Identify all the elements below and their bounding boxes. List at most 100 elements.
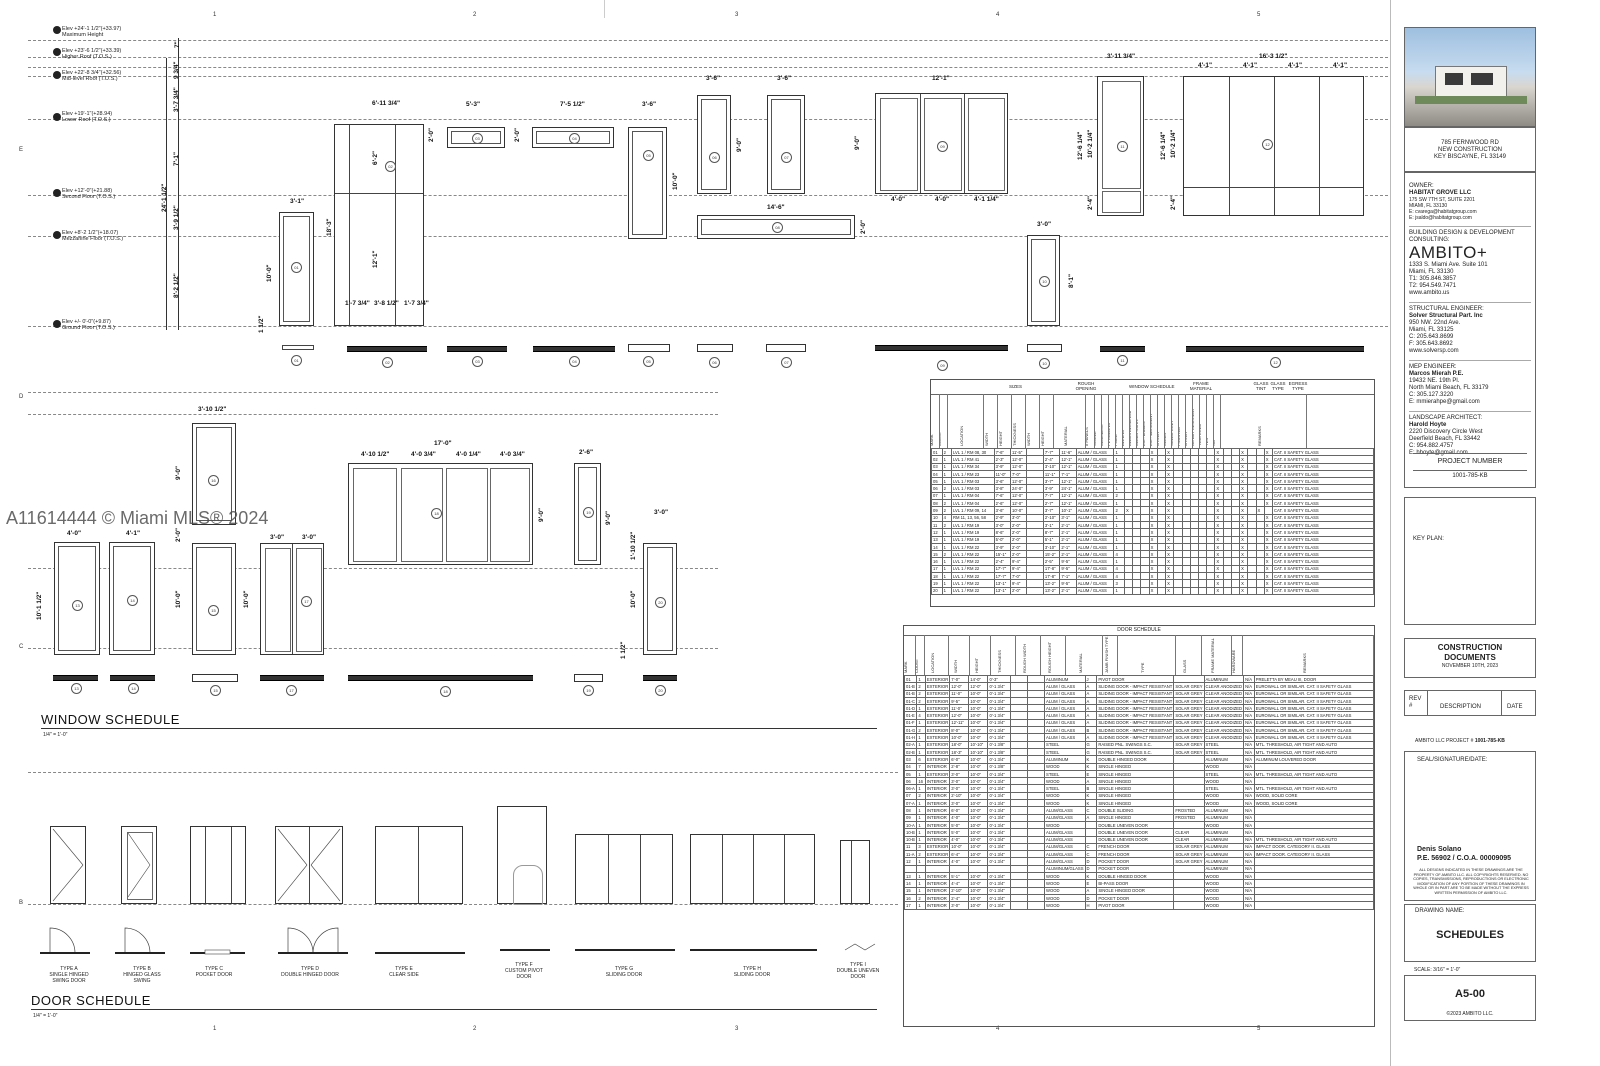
table-cell: 13'-2": [1042, 586, 1061, 595]
table-cell: 0'-1 3/8": [987, 762, 1012, 771]
table-cell: ALUMINUM: [1203, 828, 1245, 837]
window-04-height: 2'-0": [514, 127, 521, 142]
table-cell: [1084, 828, 1098, 837]
table-cell: 9'-4": [1009, 564, 1028, 574]
table-cell: STEEL: [1203, 747, 1245, 757]
table-cell: [1222, 564, 1232, 574]
table-cell: [1173, 491, 1183, 501]
table-cell: [1026, 462, 1044, 471]
table-cell: [1123, 520, 1134, 530]
dt-header-cell: JAMB FINISH TYPE LETTER: [1103, 635, 1118, 675]
table-cell: X: [1239, 579, 1249, 588]
wt-header-cell: AWNING: [1123, 394, 1130, 448]
table-cell: 14: [931, 542, 943, 552]
table-cell: [1140, 520, 1150, 530]
wt-header-cell: SINGLE: [1095, 394, 1102, 448]
table-cell: X: [1148, 484, 1158, 493]
table-cell: PRELETTA BY MEAU III, DOOR: [1253, 674, 1374, 684]
table-cell: MTL. THRESHOLD, AIR TIGHT AND AUTO: [1253, 740, 1374, 749]
window-20-h1: 1'-10 1/2": [630, 531, 637, 560]
table-cell: 4'-4": [949, 879, 970, 888]
table-cell: [1206, 477, 1216, 486]
table-cell: 12'-0": [1009, 455, 1028, 464]
table-cell: [1255, 462, 1265, 471]
table-cell: ALUM / GLASS: [1044, 726, 1086, 735]
window-03-tag: 03: [472, 133, 483, 144]
table-cell: SINGLE HINGED: [1096, 784, 1175, 793]
table-cell: 10'-0": [968, 696, 989, 706]
table-cell: SLIDING DOOR - IMPACT RESISTANT: [1096, 682, 1175, 691]
window-09-tag: 09: [937, 141, 948, 152]
table-cell: 7'-0": [949, 674, 970, 684]
table-cell: [1197, 542, 1208, 552]
table-cell: 08: [931, 499, 943, 508]
table-cell: WOOD: [1203, 799, 1245, 808]
table-cell: [1123, 586, 1134, 595]
plan-tag-05: 05: [643, 356, 654, 367]
table-cell: X: [1239, 469, 1249, 479]
table-cell: 11: [931, 520, 943, 530]
table-cell: [1173, 791, 1205, 801]
table-cell: X: [1263, 447, 1273, 457]
wt-header-cell: HEIGHT: [998, 394, 1012, 448]
table-cell: SLIDING DOOR - IMPACT RESISTANT: [1096, 718, 1175, 728]
table-cell: 20: [931, 586, 943, 595]
window-schedule-table-wrap: SIZES ROUGH OPENING WINDOW SCHEDULE FRAM…: [930, 379, 1375, 607]
table-cell: [1230, 550, 1241, 559]
table-cell: N/A: [1243, 689, 1255, 698]
table-cell: [1156, 586, 1167, 595]
table-cell: RAISED PNL. SWINGS S.C.: [1096, 740, 1175, 749]
table-cell: ALUMINUM: [1203, 806, 1245, 815]
table-cell: ALUMINUM: [1203, 813, 1245, 822]
plan-tag-03: 03: [472, 356, 483, 367]
table-cell: STEEL: [1044, 740, 1086, 749]
table-cell: [1026, 455, 1044, 464]
table-cell: [1026, 586, 1044, 595]
table-cell: [1027, 704, 1046, 713]
table-cell: [1255, 447, 1265, 457]
plan-bar-17: [260, 675, 324, 681]
table-cell: [1247, 572, 1257, 581]
window-01-height: 10'-0": [266, 264, 273, 282]
window-07-elevation: [767, 95, 805, 194]
left-dim-line-2: [166, 58, 167, 330]
table-cell: X: [1214, 586, 1224, 595]
table-cell: [1156, 455, 1167, 464]
table-cell: [1253, 806, 1374, 815]
table-cell: WOOD: [1044, 901, 1086, 910]
table-cell: [1140, 557, 1150, 566]
table-cell: [1189, 528, 1199, 537]
table-cell: [1010, 835, 1029, 844]
table-cell: [1230, 579, 1241, 588]
table-cell: [1027, 726, 1046, 735]
table-cell: N/A: [1243, 879, 1255, 888]
table-cell: [1132, 455, 1142, 464]
table-cell: 12'-1": [1059, 455, 1077, 464]
table-cell: EXTERIOR: [924, 850, 951, 859]
table-cell: 3'-0": [949, 777, 970, 786]
table-cell: 10'-0": [949, 842, 970, 852]
table-cell: ALUMINUM: [1203, 842, 1245, 852]
table-cell: CLEAR: [1173, 828, 1205, 837]
table-cell: 0'-1 3/4": [987, 886, 1012, 895]
plan-bar-01: [282, 345, 314, 350]
table-cell: 7'-7": [1042, 491, 1061, 501]
window-16-width: 3'-10 1/2": [198, 406, 227, 413]
window-04-tag: 04: [569, 133, 580, 144]
table-cell: [1181, 528, 1191, 537]
table-cell: K: [1084, 755, 1098, 764]
table-cell: 0'-1 3/4": [987, 755, 1012, 764]
window-02-tag: 02: [385, 161, 396, 172]
table-cell: 2: [916, 791, 926, 801]
table-cell: SOLAR GREY: [1173, 740, 1205, 749]
table-cell: X: [1148, 491, 1158, 501]
table-cell: [1140, 513, 1150, 522]
table-cell: 10'-0": [968, 886, 989, 895]
table-cell: [1181, 520, 1191, 530]
